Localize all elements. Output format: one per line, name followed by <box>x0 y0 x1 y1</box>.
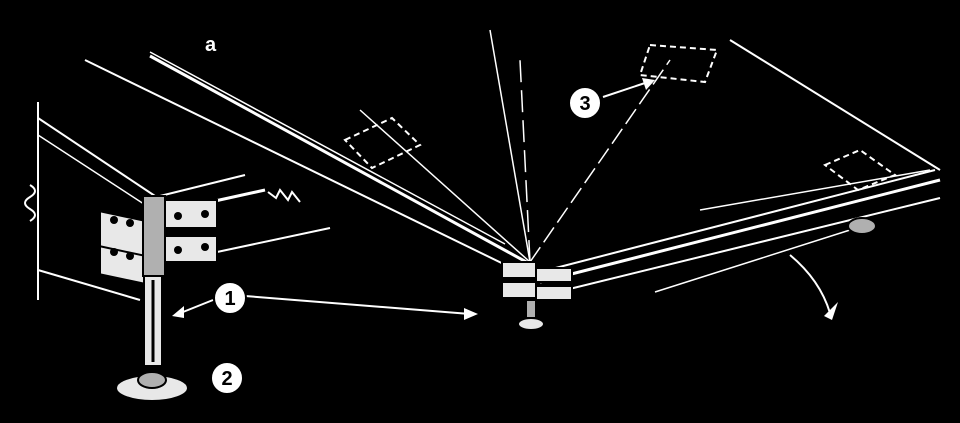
corner-brackets-left <box>99 195 218 286</box>
bolt <box>201 243 209 251</box>
radial-line <box>519 59 531 263</box>
pivot-foot <box>517 317 545 331</box>
corner-brackets-pivot <box>501 217 877 331</box>
bracket-plate-upper-side <box>164 199 218 229</box>
leader-1-to-pivot-leg <box>244 295 471 315</box>
right-panel-front-edge <box>539 169 936 273</box>
fold-arrow-curve <box>789 254 831 314</box>
corner-post <box>142 195 166 277</box>
bolt <box>174 246 182 254</box>
panel-label: a <box>205 34 217 56</box>
bracket-plate-lower-side <box>164 235 218 263</box>
callout-3-number: 3 <box>579 93 590 115</box>
far-foot <box>847 217 877 235</box>
footprint-top <box>638 43 719 84</box>
break-mark-left <box>24 184 36 222</box>
front-apron-inner <box>37 134 151 209</box>
leg-left <box>115 275 189 402</box>
fold-arrow-head <box>824 302 838 320</box>
callout-1-number: 1 <box>224 288 235 310</box>
right-panel-underside <box>654 229 851 293</box>
bracket-pivot-side-lower <box>535 285 573 301</box>
panel-top-edge-back <box>149 51 506 245</box>
bracket-pivot-upper <box>501 261 537 279</box>
leader-1-right-arrowhead <box>464 308 478 320</box>
leveling-foot-knob <box>137 371 167 389</box>
bracket-pivot-lower <box>501 281 537 299</box>
right-panel-front-edge-2 <box>539 178 941 284</box>
fold-footprints <box>343 43 898 192</box>
leader-3-arrowhead <box>642 78 655 90</box>
callout-3: 3 <box>568 86 602 120</box>
front-apron-top <box>37 117 156 197</box>
pivot-leg-stub <box>525 299 537 319</box>
callout-leaders <box>172 78 655 320</box>
side-apron-top <box>159 174 246 197</box>
callout-2: 2 <box>210 361 244 395</box>
leader-3-to-footprint <box>602 81 649 98</box>
right-panel-front-edge-3 <box>544 197 941 296</box>
radial-line <box>489 29 531 263</box>
fold-radial-lines <box>359 29 671 263</box>
bolt <box>174 212 182 220</box>
radial-line <box>359 109 531 263</box>
bolt <box>126 252 134 260</box>
bolt <box>110 248 118 256</box>
radial-line <box>529 59 671 263</box>
footprint-right <box>823 148 898 192</box>
right-panel-assembly <box>539 39 941 320</box>
right-panel-right-edge <box>729 39 941 171</box>
callout-2-number: 2 <box>221 368 232 390</box>
front-apron-bottom <box>37 269 141 301</box>
leader-1-left-arrowhead <box>172 306 184 318</box>
panel-top-edge-front <box>84 59 521 273</box>
footprint-left <box>343 116 422 170</box>
bolt <box>126 219 134 227</box>
callout-1: 1 <box>213 281 247 315</box>
break-mark-right <box>267 188 301 203</box>
bolt <box>110 216 118 224</box>
bracket-pivot-side-upper <box>535 267 573 283</box>
panel-top-edge-seam <box>149 54 531 266</box>
bolt <box>201 210 209 218</box>
